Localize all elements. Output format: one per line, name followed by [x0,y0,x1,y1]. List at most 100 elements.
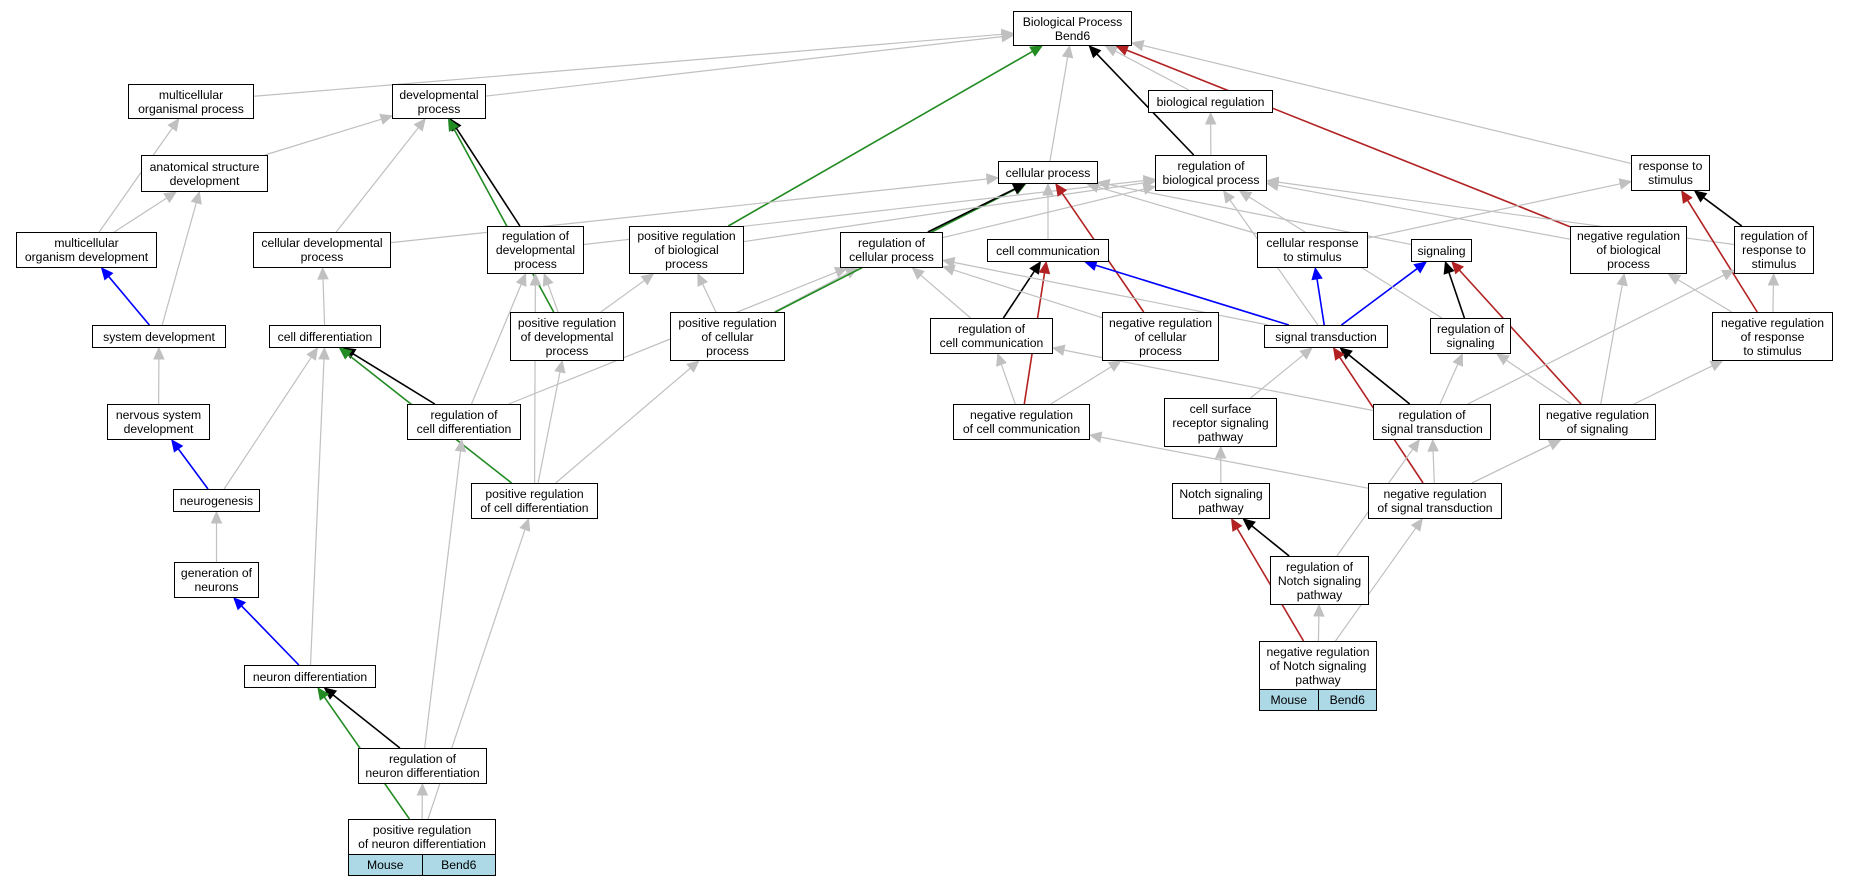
node-generation-of-neurons[interactable]: generation of neurons [174,562,259,598]
edge-is-a [1097,186,1258,235]
edge-is-a [1505,359,1572,405]
edge-arrowhead [1107,360,1122,372]
edge-arrowhead [1011,183,1026,195]
edge-arrowhead [210,510,223,524]
edge-arrowhead [454,438,467,453]
edge-regulates [1340,267,1418,326]
node-regulation-of-cell-differentiation[interactable]: regulation of cell differentiation [407,404,521,440]
edge-is-a [555,367,691,484]
node-regulation-of-neuron-differentiation[interactable]: regulation of neuron differentiation [358,748,487,784]
edge-arrowhead [1496,353,1510,366]
edge-is-a [1142,44,1632,165]
node-multicellular-organism-development[interactable]: multicellular organism development [16,232,157,268]
node-negative-regulation-of-response-to-stimulus[interactable]: negative regulation of response to stimu… [1712,312,1833,361]
edge-arrowhead [1000,30,1015,43]
node-regulation-of-cell-communication[interactable]: regulation of cell communication [930,318,1053,354]
node-cell-differentiation[interactable]: cell differentiation [269,325,381,348]
edge-arrowhead [1767,272,1780,286]
edge-arrowhead [996,352,1007,367]
edge-arrowhead [941,264,956,276]
edge-arrowhead [1451,261,1465,275]
edge-is-a [424,450,462,749]
node-nervous-system-development[interactable]: nervous system development [107,404,210,440]
node-negative-regulation-of-cellular-process[interactable]: negative regulation of cellular process [1102,312,1219,361]
edge-is-a [335,127,419,233]
edge-arrowhead [1427,438,1439,452]
node-regulation-of-signal-transduction[interactable]: regulation of signal transduction [1373,404,1491,440]
node-system-development[interactable]: system development [92,325,226,348]
edge-arrowhead [1096,178,1111,191]
node-neurogenesis[interactable]: neurogenesis [173,489,260,512]
edge-is-a [942,188,1145,239]
node-regulation-of-cellular-process[interactable]: regulation of cellular process [840,232,943,268]
node-cellular-process[interactable]: cellular process [998,161,1098,184]
edge-arrowhead [338,347,353,360]
node-biological-regulation[interactable]: biological regulation [1148,90,1273,113]
node-positive-regulation-of-neuron-differentiation[interactable]: positive regulation of neuron differenti… [348,819,496,855]
organism-cell[interactable]: Mouse [1259,689,1319,711]
edge-arrowhead [1088,45,1102,59]
edge-arrowhead [416,782,429,796]
node-biological-process[interactable]: Biological Process Bend6 [1013,11,1132,46]
node-signal-transduction[interactable]: signal transduction [1264,325,1388,348]
edge-arrowhead [1265,176,1280,188]
edge-is-a [1115,50,1190,91]
edge-is-a [702,283,717,313]
node-regulation-of-developmental-process[interactable]: regulation of developmental process [487,226,584,274]
node-positive-regulation-of-biological-process[interactable]: positive regulation of biological proces… [629,226,744,274]
gene-cell[interactable]: Bend6 [422,854,496,876]
edge-arrowhead [1061,44,1074,59]
node-notch-signaling-pathway[interactable]: Notch signaling pathway [1172,483,1270,519]
edge-arrowhead [1709,360,1724,372]
edge-negatively-regulates [1686,199,1758,313]
edge-is-a [1277,184,1571,240]
edge-is-a [920,274,971,319]
node-signaling[interactable]: signaling [1411,239,1472,262]
edge-arrowhead [515,272,527,287]
node-cell-communication[interactable]: cell communication [987,239,1109,262]
node-anatomical-structure-development[interactable]: anatomical structure development [141,155,268,192]
edge-part-of [352,353,436,405]
edge-negatively-regulates [1126,49,1571,228]
edge-regulates [1316,278,1325,326]
node-cellular-developmental-process[interactable]: cellular developmental process [253,232,391,268]
gene-cell[interactable]: Bend6 [1318,689,1377,711]
node-regulation-of-biological-process[interactable]: regulation of biological process [1155,155,1267,191]
node-negative-regulation-of-notch-signaling-pathway[interactable]: negative regulation of Notch signaling p… [1259,641,1377,690]
node-negative-regulation-of-signal-transduction[interactable]: negative regulation of signal transducti… [1368,483,1502,519]
edge-arrowhead [318,346,330,360]
node-regulation-of-signaling[interactable]: regulation of signaling [1430,318,1511,354]
edge-is-a [161,202,197,326]
edge-regulates [241,605,300,666]
node-negative-regulation-of-cell-communication[interactable]: negative regulation of cell communicatio… [953,404,1090,440]
node-cell-surface-receptor-signaling-pathway[interactable]: cell surface receptor signaling pathway [1164,398,1277,447]
edge-is-a [1050,366,1112,405]
leaf-table-prnd: Mouse Bend6 [348,854,496,876]
node-positive-regulation-of-cellular-process[interactable]: positive regulation of cellular process [670,312,785,361]
edge-arrowhead [1693,190,1708,203]
node-positive-regulation-of-cell-differentiation[interactable]: positive regulation of cell differentiat… [471,483,598,519]
organism-cell[interactable]: Mouse [348,854,423,876]
node-cellular-response-to-stimulus[interactable]: cellular response to stimulus [1257,232,1368,268]
node-developmental-process[interactable]: developmental process [392,84,486,119]
edge-positively-regulates [727,50,1033,227]
node-positive-regulation-of-developmental-process[interactable]: positive regulation of developmental pro… [510,312,624,361]
edge-is-a [98,127,173,233]
edge-arrowhead [1142,177,1157,189]
edge-is-a [1367,183,1621,239]
edge-arrowhead [1088,431,1103,443]
edge-is-a [309,358,325,666]
node-regulation-of-notch-signaling-pathway[interactable]: regulation of Notch signaling pathway [1270,556,1369,605]
node-negative-regulation-of-signaling[interactable]: negative regulation of signaling [1539,404,1656,440]
node-multicellular-organismal-process[interactable]: multicellular organismal process [128,84,254,119]
edge-arrowhead [686,360,700,373]
edge-part-of [1002,270,1036,319]
edge-arrowhead [519,517,531,532]
leaf-table-nrnsp: Mouse Bend6 [1259,689,1377,711]
edge-arrowhead [1413,261,1428,274]
node-neuron-differentiation[interactable]: neuron differentiation [244,665,376,688]
node-regulation-of-response-to-stimulus[interactable]: regulation of response to stimulus [1734,226,1814,274]
node-negative-regulation-of-biological-process[interactable]: negative regulation of biological proces… [1570,226,1687,274]
node-response-to-stimulus[interactable]: response to stimulus [1631,155,1710,191]
edge-regulates [1095,264,1290,326]
